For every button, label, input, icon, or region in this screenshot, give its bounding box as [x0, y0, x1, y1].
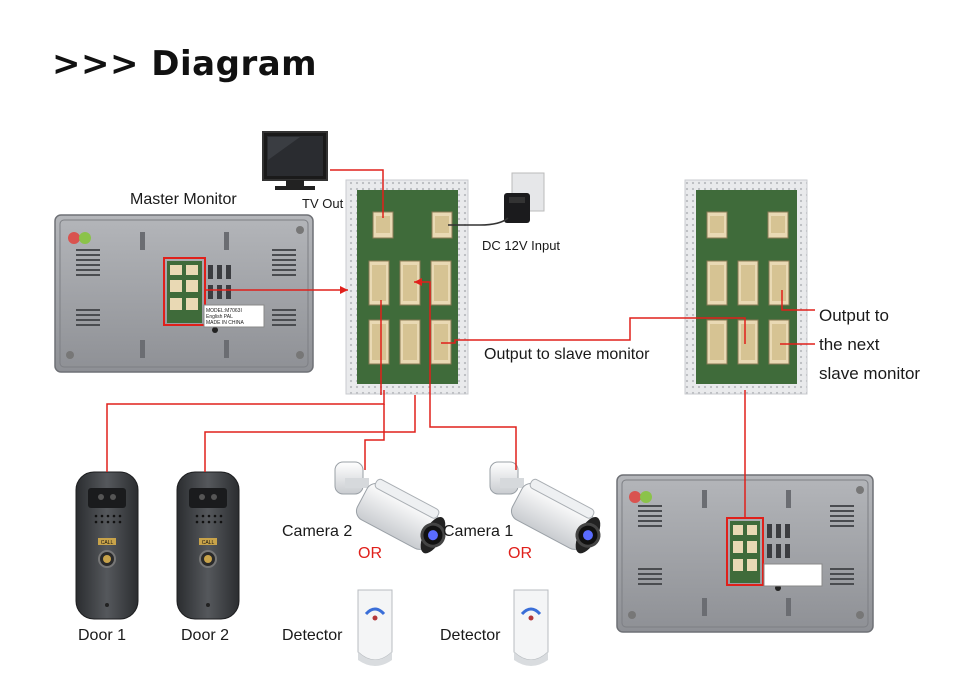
wire-door-2 [204, 395, 416, 472]
detector-2-icon [513, 589, 549, 666]
label-camera-1: Camera 1 [443, 523, 514, 540]
label-tv-out: TV Out [302, 196, 344, 211]
wire-door-1 [106, 390, 385, 472]
label-camera-2: Camera 2 [282, 523, 353, 540]
camera-1-icon [489, 461, 601, 554]
master-terminal-board [345, 179, 469, 395]
label-detector-2: Detector [440, 627, 501, 644]
label-door-1: Door 1 [78, 627, 127, 644]
label-dc-input: DC 12V Input [482, 238, 561, 253]
label-output-next-3: slave monitor [819, 364, 921, 383]
label-output-next-2: the next [819, 335, 880, 354]
label-output-next-1: Output to [819, 306, 889, 325]
door-station-2: CALL [176, 471, 240, 620]
wiring [106, 169, 815, 518]
label-door-2: Door 2 [181, 627, 230, 644]
slave-terminal-board [684, 179, 808, 395]
power-adapter-icon [504, 172, 545, 223]
master-monitor: MODEL:M7063I English PAL MADE IN CHINA [54, 214, 314, 373]
label-or-2: OR [508, 545, 532, 562]
label-detector-1: Detector [282, 627, 343, 644]
call-label-2: CALL [202, 540, 215, 546]
wire-output-slave [441, 317, 746, 344]
slave-monitor [616, 474, 874, 633]
page-title: >>> Diagram [52, 44, 318, 84]
arrow-to-board [340, 286, 348, 294]
call-label-1: CALL [101, 540, 114, 546]
wire-camera-1 [414, 281, 517, 470]
wire-output-to [781, 290, 815, 311]
wire-tv-out [330, 169, 384, 218]
wire-camera-2 [364, 404, 385, 470]
label-master-monitor: Master Monitor [130, 191, 237, 208]
label-or-1: OR [358, 545, 382, 562]
monitor-plate-line2: English PAL [206, 314, 233, 320]
monitor-plate-line3: MADE IN CHINA [206, 320, 244, 326]
door-station-1: CALL [75, 471, 139, 620]
power-wire [448, 217, 509, 226]
tv-icon [262, 131, 328, 190]
monitor-plate-line1: MODEL:M7063I [206, 308, 242, 314]
camera-2-icon [334, 461, 446, 554]
arrow-camera-input [414, 278, 422, 286]
label-output-slave: Output to slave monitor [484, 346, 650, 363]
detector-1-icon [357, 589, 393, 666]
